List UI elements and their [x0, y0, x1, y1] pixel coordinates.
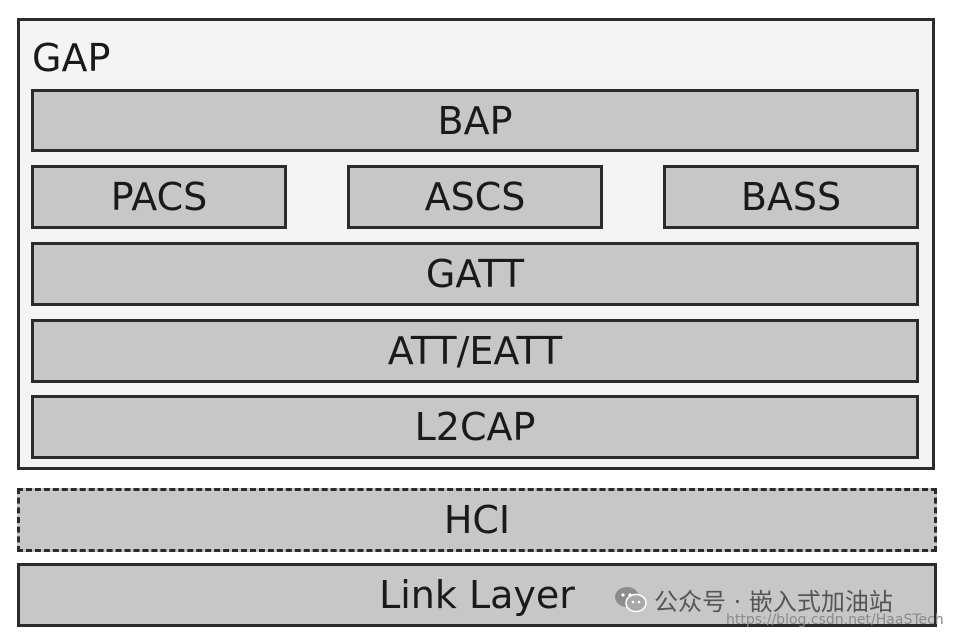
bap-block: BAP — [31, 89, 919, 152]
gatt-block: GATT — [31, 242, 919, 306]
wechat-icon — [614, 585, 648, 615]
bass-block: BASS — [663, 165, 919, 229]
gap-label: GAP — [32, 36, 111, 80]
watermark-url: https://blog.csdn.net/HaaSTech — [726, 612, 944, 628]
ascs-block: ASCS — [347, 165, 603, 229]
hci-block: HCI — [17, 488, 937, 552]
watermark-channel: 公众号 · 嵌入式加油站 — [654, 588, 893, 616]
link-layer-block: Link Layer — [17, 563, 937, 627]
l2cap-block: L2CAP — [31, 395, 919, 459]
pacs-block: PACS — [31, 165, 287, 229]
watermark: 公众号 · 嵌入式加油站 — [614, 582, 893, 617]
att-eatt-block: ATT/EATT — [31, 319, 919, 383]
